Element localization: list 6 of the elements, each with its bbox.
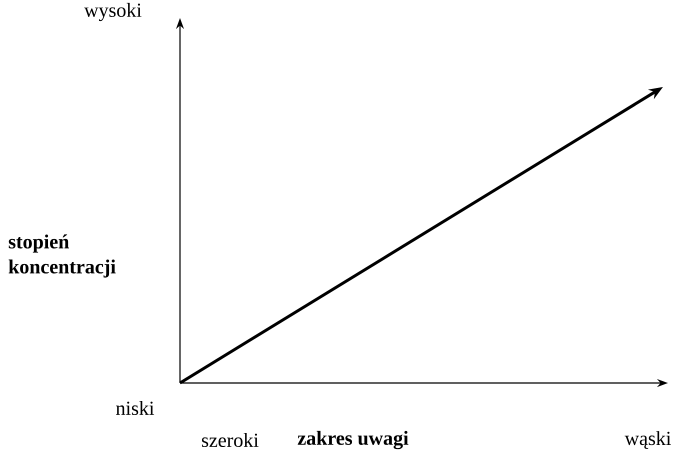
- axis-label: niski: [116, 400, 154, 416]
- axis-label: szeroki: [202, 432, 258, 448]
- axis-title: stopień koncentracji: [8, 234, 116, 278]
- axis-label: wysoki: [84, 2, 142, 22]
- axis-label: wąski: [624, 431, 671, 449]
- axis-title: zakres uwagi: [298, 430, 408, 450]
